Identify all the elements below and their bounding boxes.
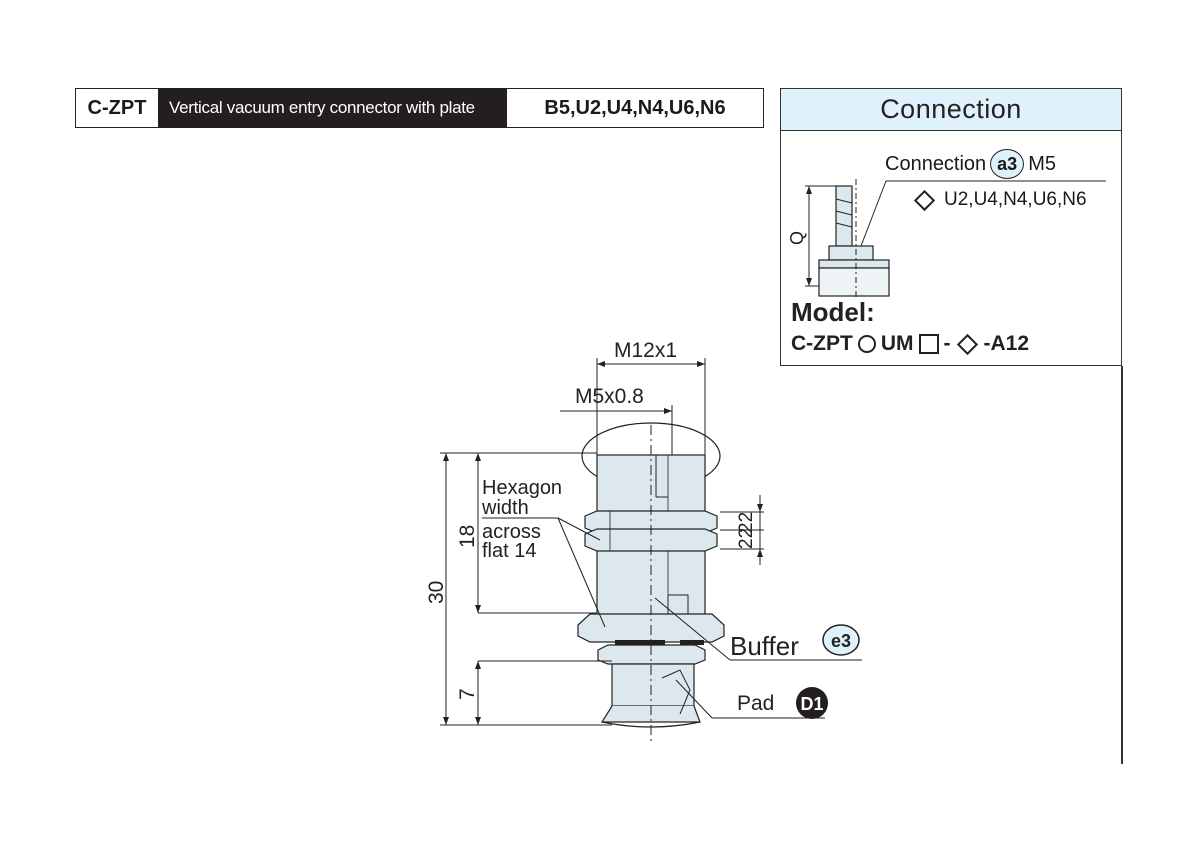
product-description: Vertical vacuum entry connector with pla… — [159, 88, 507, 128]
right-border-line — [1121, 366, 1123, 764]
square-placeholder-icon — [918, 334, 939, 354]
hexagon-label-line4: flat 14 — [482, 540, 536, 562]
dim-m12-label: M12x1 — [614, 339, 677, 362]
dim-22a-label: 22 — [736, 512, 757, 533]
buffer-label: Buffer — [730, 631, 799, 661]
product-code: C-ZPT — [75, 88, 159, 128]
hexagon-label-line1: Hexagon — [482, 477, 562, 499]
model-label: Model: — [791, 297, 875, 327]
dim-m5-label: M5x0.8 — [575, 385, 644, 408]
model-code: C-ZPT UM - -A12 — [791, 332, 1029, 356]
dim-7-label: 7 — [456, 688, 479, 700]
circle-placeholder-icon — [857, 335, 876, 353]
dim-22b-label: 22 — [736, 528, 757, 549]
model-suffix: -A12 — [983, 332, 1030, 355]
connection-value: M5 — [1028, 152, 1056, 175]
connection-mini-drawing: Q — [787, 179, 1106, 299]
model-variants: B5,U2,U4,N4,U6,N6 — [507, 88, 764, 128]
pad-label: Pad — [737, 692, 774, 715]
model-um: UM — [880, 332, 914, 355]
model-dash: - — [943, 332, 951, 355]
connection-options-text: U2,U4,N4,U6,N6 — [944, 189, 1087, 210]
connection-badge: a3 — [990, 149, 1025, 179]
dim-18-label: 18 — [456, 525, 479, 548]
dim-q-label: Q — [787, 231, 807, 245]
pad-badge: D1 — [800, 694, 823, 714]
connection-spec: Connection a3 M5 — [885, 149, 1056, 179]
hexagon-label-line3: across — [482, 521, 541, 543]
connection-spec-label: Connection — [885, 152, 987, 175]
dim-30-label: 30 — [425, 581, 448, 604]
model-prefix: C-ZPT — [791, 332, 853, 355]
connection-options: U2,U4,N4,U6,N6 — [913, 189, 1087, 211]
hexagon-label-line2: width — [481, 497, 529, 519]
connection-box: Connection Q Connection a3 M5 U2,U4,N4,U… — [780, 88, 1122, 366]
connection-title: Connection — [781, 89, 1121, 131]
buffer-badge: e3 — [831, 631, 851, 651]
